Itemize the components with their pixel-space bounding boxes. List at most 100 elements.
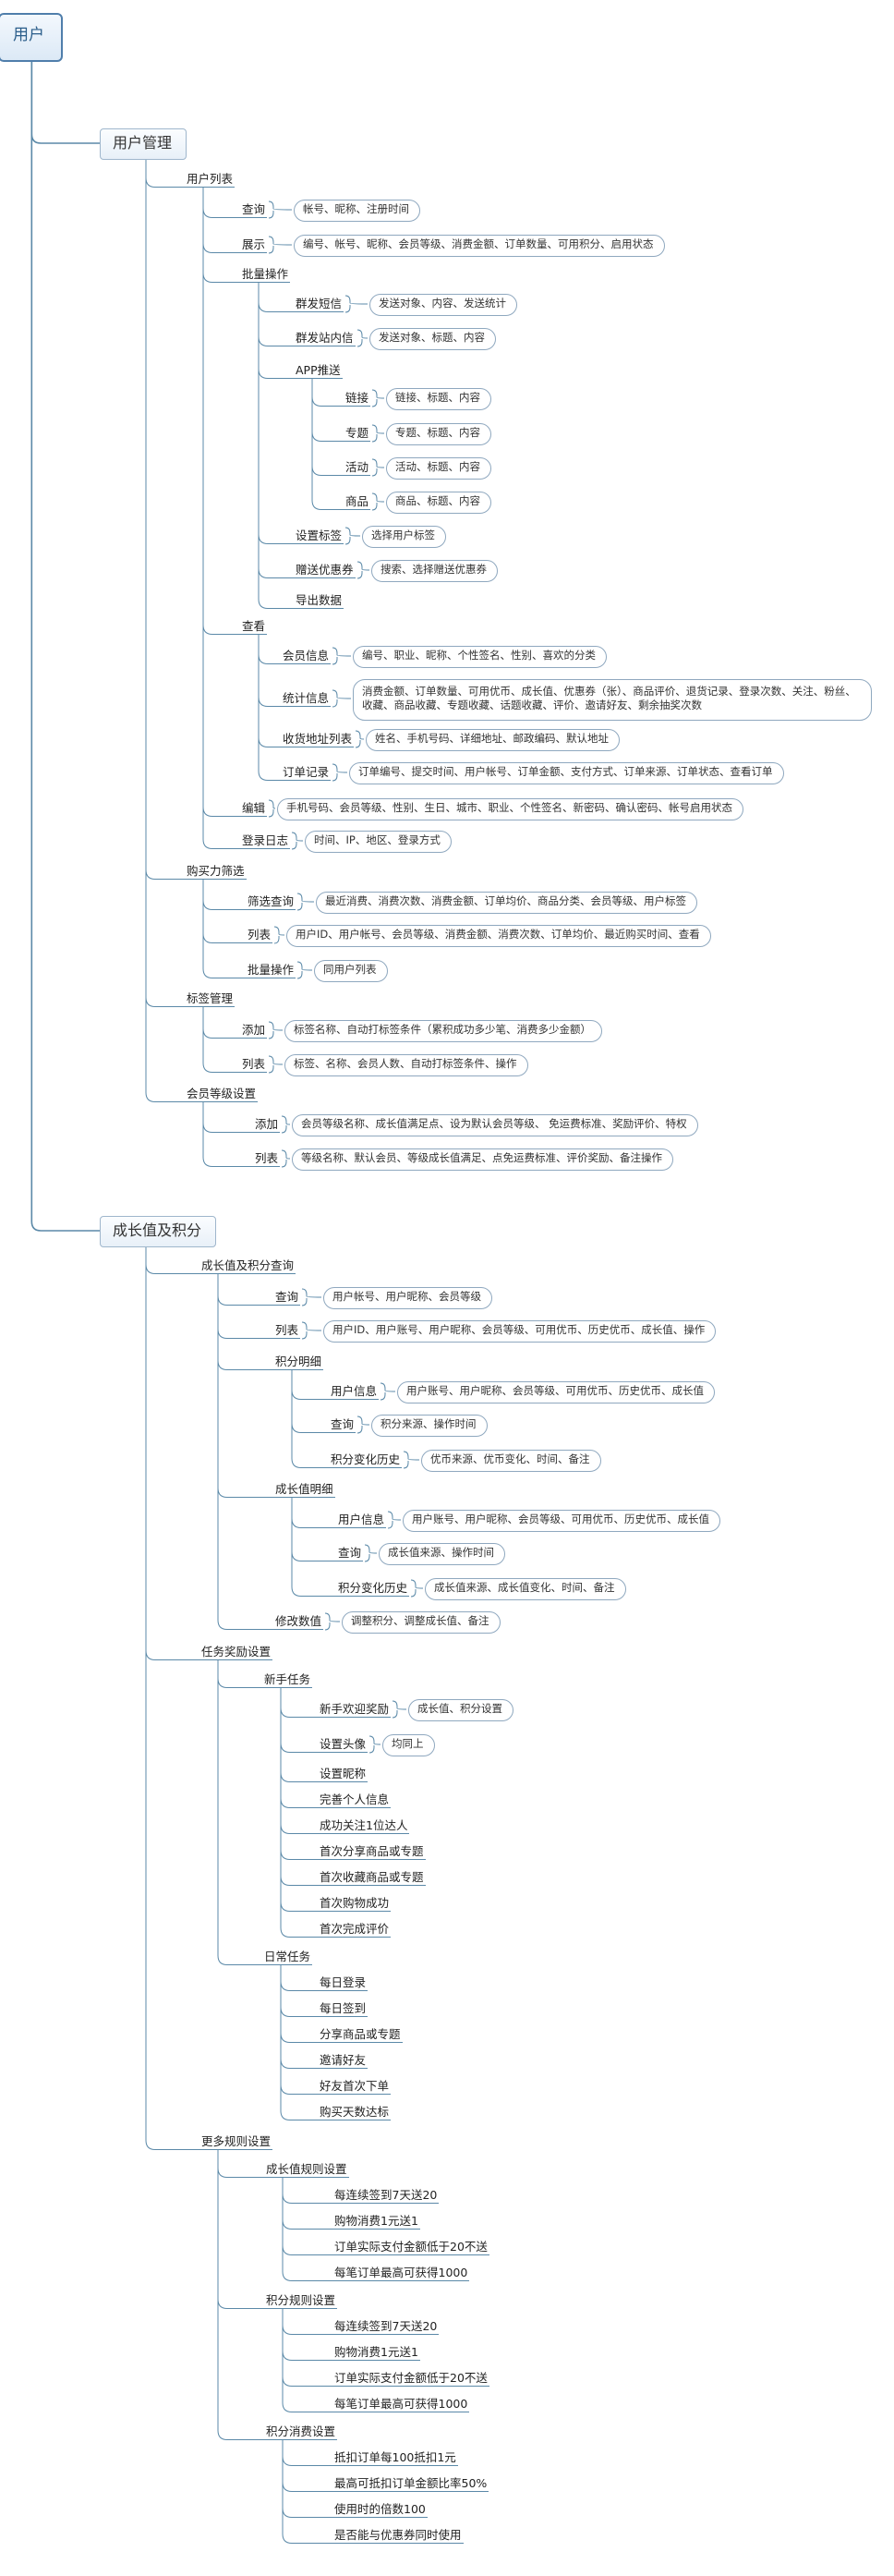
node-d1: 每日登录	[320, 1975, 367, 1989]
node-tag-list: 列表	[242, 1056, 266, 1071]
node-export: 导出数据	[296, 592, 343, 607]
connector-line	[202, 1101, 251, 1167]
node-nb1: 新手欢迎奖励	[320, 1701, 390, 1716]
node-nb9: 首次完成评价	[320, 1921, 390, 1936]
leaf-pill	[408, 1699, 513, 1721]
node-push-event-v: 活动、标题、内容	[395, 460, 480, 473]
leaf-pill	[366, 729, 620, 751]
leaf-pill	[294, 235, 665, 257]
node-user-list: 用户列表	[187, 171, 234, 186]
connector-line	[371, 424, 385, 443]
connector-line	[291, 832, 304, 850]
connector-line	[268, 200, 293, 219]
node-push-topic-v: 专题、标题、内容	[395, 426, 480, 439]
node-filter-query: 筛选查询	[248, 893, 295, 908]
connector-line	[202, 1006, 238, 1073]
connector-line	[281, 1115, 291, 1134]
connector-line	[371, 492, 385, 511]
connector-line	[410, 1579, 424, 1598]
node-pr2: 购物消费1元送1	[334, 2344, 418, 2359]
node-gr2: 购物消费1元送1	[334, 2213, 418, 2228]
connector-line	[344, 527, 361, 545]
connector-line	[364, 1544, 378, 1562]
node-tag-add: 添加	[242, 1022, 266, 1037]
node-filter-list-v: 用户ID、用户帐号、会员等级、消费金额、消费次数、订单均价、最近购买时间、查看	[296, 928, 700, 941]
node-nb2-v: 均同上	[392, 1737, 424, 1750]
node-nb1-v: 成长值、积分设置	[417, 1702, 502, 1715]
leaf-pill	[382, 1734, 435, 1756]
node-push-link-v: 链接、标题、内容	[395, 391, 480, 404]
node-tag-mgmt: 标签管理	[187, 990, 234, 1005]
node-query-v: 帐号、昵称、注册时间	[303, 202, 409, 215]
node-display: 展示	[242, 237, 266, 251]
node-gq: 成长值及积分查询	[201, 1258, 295, 1272]
connector-line	[280, 1964, 316, 2120]
leaf-pill	[353, 678, 872, 721]
node-push-goods-v: 商品、标题、内容	[395, 494, 480, 507]
connector-line	[356, 329, 368, 347]
connector-line	[30, 57, 100, 1232]
leaf-pill	[323, 1320, 716, 1343]
connector-line	[268, 799, 276, 818]
node-gq-query-v: 用户帐号、用户昵称、会员等级	[332, 1290, 481, 1303]
connector-line	[202, 187, 238, 849]
node-pr3: 订单实际支付金额低于20不送	[334, 2370, 488, 2385]
connector-line	[273, 926, 285, 944]
leaf-pill	[284, 1054, 528, 1076]
node-push-goods: 商品	[345, 493, 369, 508]
connector-line	[145, 1245, 198, 2150]
connector-line	[380, 1382, 396, 1401]
node-gr3: 订单实际支付金额低于20不送	[334, 2239, 488, 2254]
connector-line	[392, 1700, 407, 1719]
connector-line	[368, 1735, 381, 1754]
leaf-pill	[294, 200, 420, 222]
node-filter-batch: 批量操作	[248, 962, 295, 977]
node-nb3: 设置昵称	[320, 1766, 367, 1780]
node-app-push: APP推送	[296, 362, 341, 377]
node-login-log-v: 时间、IP、地区、登录方式	[314, 833, 441, 846]
node-tag-add-v: 标签名称、自动打标签条件（累积成功多少笔、消费多少金额）	[294, 1023, 591, 1036]
connector-line	[301, 1321, 322, 1340]
leaf-pill	[403, 1510, 720, 1532]
node-user-mgmt: 用户管理	[113, 134, 173, 152]
node-pd-query-v: 积分来源、操作时间	[381, 1417, 477, 1430]
leaf-pill	[342, 1611, 501, 1634]
node-pd-user: 用户信息	[331, 1383, 378, 1398]
node-filter-query-v: 最近消费、消费次数、消费金额、订单均价、商品分类、会员等级、用户标签	[325, 894, 686, 907]
node-points-detail: 积分明细	[275, 1354, 322, 1368]
node-ps4: 是否能与优惠券同时使用	[334, 2527, 462, 2542]
leaf-pill	[371, 560, 498, 582]
node-gq-list: 列表	[275, 1322, 299, 1337]
node-sms-v: 发送对象、内容、发送统计	[379, 297, 506, 310]
connector-line	[291, 1369, 327, 1468]
node-nb2: 设置头像	[320, 1736, 367, 1751]
node-gd-user-v: 用户账号、用户昵称、会员等级、可用优币、历史优币、成长值	[412, 1513, 709, 1525]
leaf-pill	[397, 1381, 715, 1403]
connector-line	[332, 763, 348, 782]
node-query: 查询	[242, 201, 266, 216]
leaf-pill	[425, 1578, 626, 1600]
node-ps2: 最高可抵扣订单金额比率50%	[334, 2475, 488, 2490]
node-growth-detail: 成长值明细	[275, 1481, 333, 1496]
node-nb8: 首次购物成功	[320, 1895, 390, 1910]
leaf-pill	[362, 526, 446, 548]
node-member-info: 会员信息	[283, 648, 330, 662]
connector-line	[371, 389, 385, 407]
node-sms: 群发短信	[296, 296, 343, 310]
connector-line	[281, 1149, 291, 1168]
node-batch: 批量操作	[242, 266, 289, 281]
node-pr4: 每笔订单最高可获得1000	[334, 2396, 468, 2411]
leaf-pill	[292, 1148, 673, 1171]
node-d3: 分享商品或专题	[320, 2026, 401, 2041]
node-member-info-v: 编号、职业、昵称、个性签名、性别、喜欢的分类	[362, 649, 596, 662]
connector-line	[202, 879, 244, 978]
node-set-tag: 设置标签	[296, 528, 343, 542]
node-filter-batch-v: 同用户列表	[323, 963, 377, 976]
node-modify-v: 调整积分、调整成长值、备注	[351, 1614, 489, 1627]
node-level-set: 会员等级设置	[187, 1086, 257, 1100]
node-gq-query: 查询	[275, 1289, 299, 1304]
node-gift-coupon: 赠送优惠券	[296, 562, 354, 577]
connector-line	[403, 1451, 420, 1469]
node-gift-coupon-v: 搜索、选择赠送优惠券	[381, 563, 487, 576]
